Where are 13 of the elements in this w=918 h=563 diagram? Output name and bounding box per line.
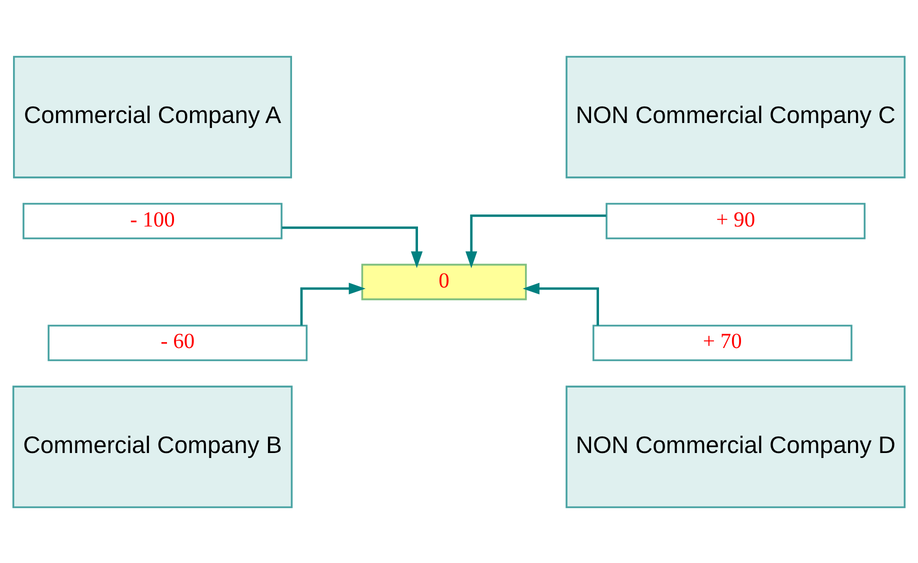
node-box: - 60	[48, 324, 308, 361]
arrow	[282, 226, 423, 268]
arrow	[300, 282, 366, 325]
arrow	[465, 214, 606, 268]
arrow	[522, 282, 599, 325]
node-box: NON Commercial Company D	[566, 385, 906, 508]
node-box: + 90	[606, 202, 866, 239]
node-box: - 100	[22, 202, 282, 239]
node-box: NON Commercial Company C	[566, 55, 906, 178]
node-box: Commercial Company B	[12, 385, 293, 508]
node-box: 0	[361, 263, 527, 300]
node-box: Commercial Company A	[13, 55, 292, 178]
node-box: + 70	[592, 324, 852, 361]
